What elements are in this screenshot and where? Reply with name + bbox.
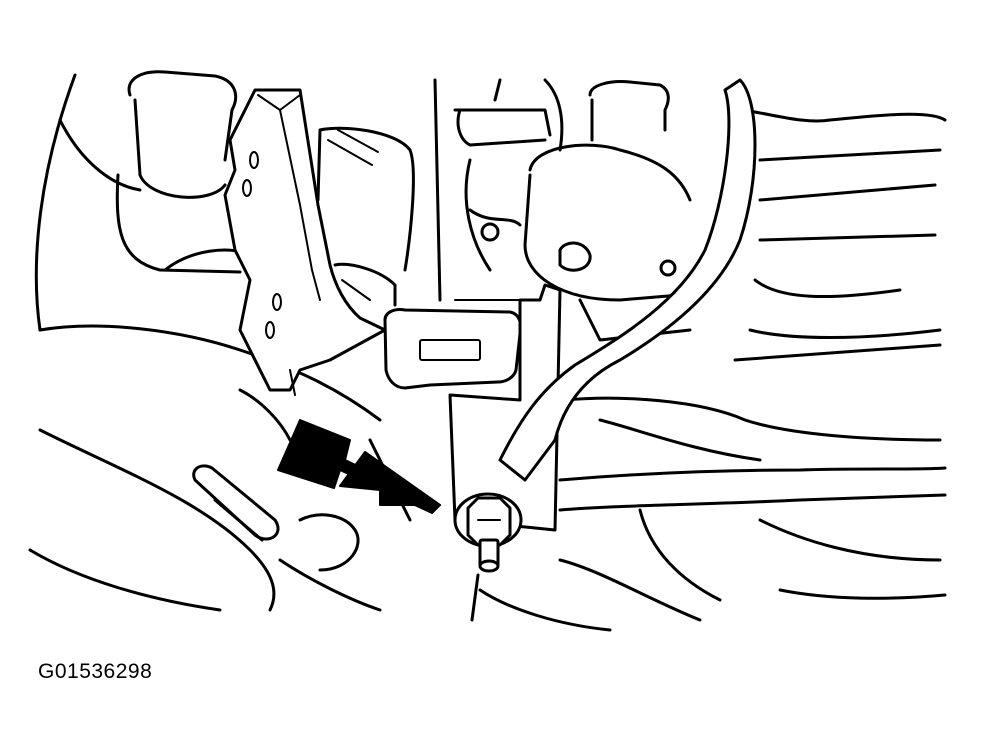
lower-left-arm: [28, 324, 412, 612]
mounting-bracket: [223, 88, 387, 396]
sensor-nut: [453, 492, 523, 622]
lower-hose-lines: [478, 396, 947, 632]
pointer-arrow-icon: [277, 419, 441, 514]
right-cylinder-casting: [523, 80, 947, 362]
engine-block-outlines: [34, 70, 564, 332]
vacuum-hose: [498, 78, 757, 482]
engine-bay-line-illustration: [28, 70, 947, 632]
figure-code-label: G01536298: [38, 660, 153, 683]
